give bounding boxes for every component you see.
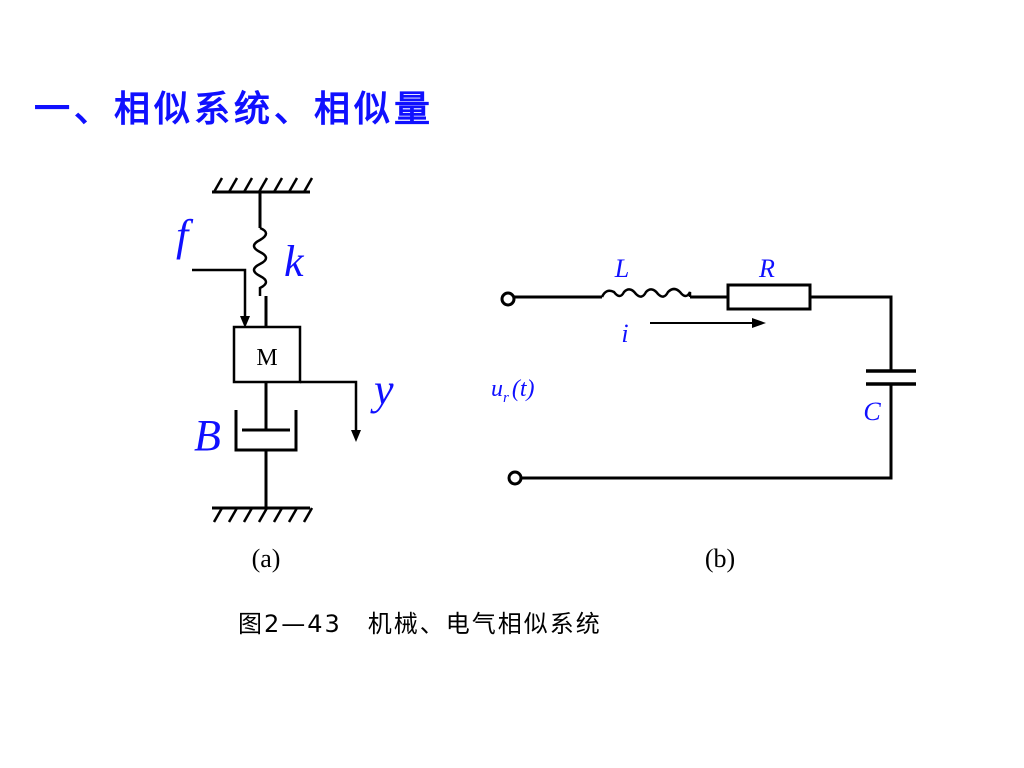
damper-label: B: [194, 411, 221, 460]
current-arrowhead: [752, 318, 766, 328]
figure-caption: 图2—43 机械、电气相似系统: [238, 610, 602, 638]
resistor-label: R: [758, 254, 775, 283]
current-label: i: [621, 319, 628, 348]
slide-title: 一、相似系统、相似量: [34, 88, 435, 130]
inductor-L: [600, 287, 692, 298]
resistor-R: [726, 283, 812, 311]
spring-k: [252, 226, 268, 296]
electrical-circuit: [500, 283, 916, 486]
force-arrowhead: [240, 316, 250, 328]
wire-top-right: [810, 295, 893, 371]
wire-bottom: [521, 384, 893, 480]
mass-label: M: [256, 345, 277, 371]
source-label-main: u: [491, 376, 503, 402]
top-ground-hatch: [212, 177, 314, 193]
mechanical-system: [192, 177, 361, 523]
force-label: f: [176, 211, 194, 260]
source-label-arg: (t): [512, 376, 535, 402]
inductor-label: L: [614, 254, 629, 283]
force-arrow: [192, 268, 247, 318]
terminal-bottom: [507, 470, 523, 486]
spring-label: k: [284, 237, 305, 286]
displacement-label: y: [370, 365, 394, 414]
capacitor-label: C: [863, 397, 881, 426]
sublabel-b: (b): [705, 544, 735, 573]
bottom-ground-hatch: [212, 507, 314, 523]
source-label-sub: r: [503, 390, 509, 406]
terminal-top: [500, 291, 516, 307]
sublabel-a: (a): [252, 544, 281, 573]
displacement-arrow: [300, 380, 358, 432]
source-voltage-label: ur(t): [491, 376, 535, 406]
displacement-arrowhead: [351, 430, 361, 442]
